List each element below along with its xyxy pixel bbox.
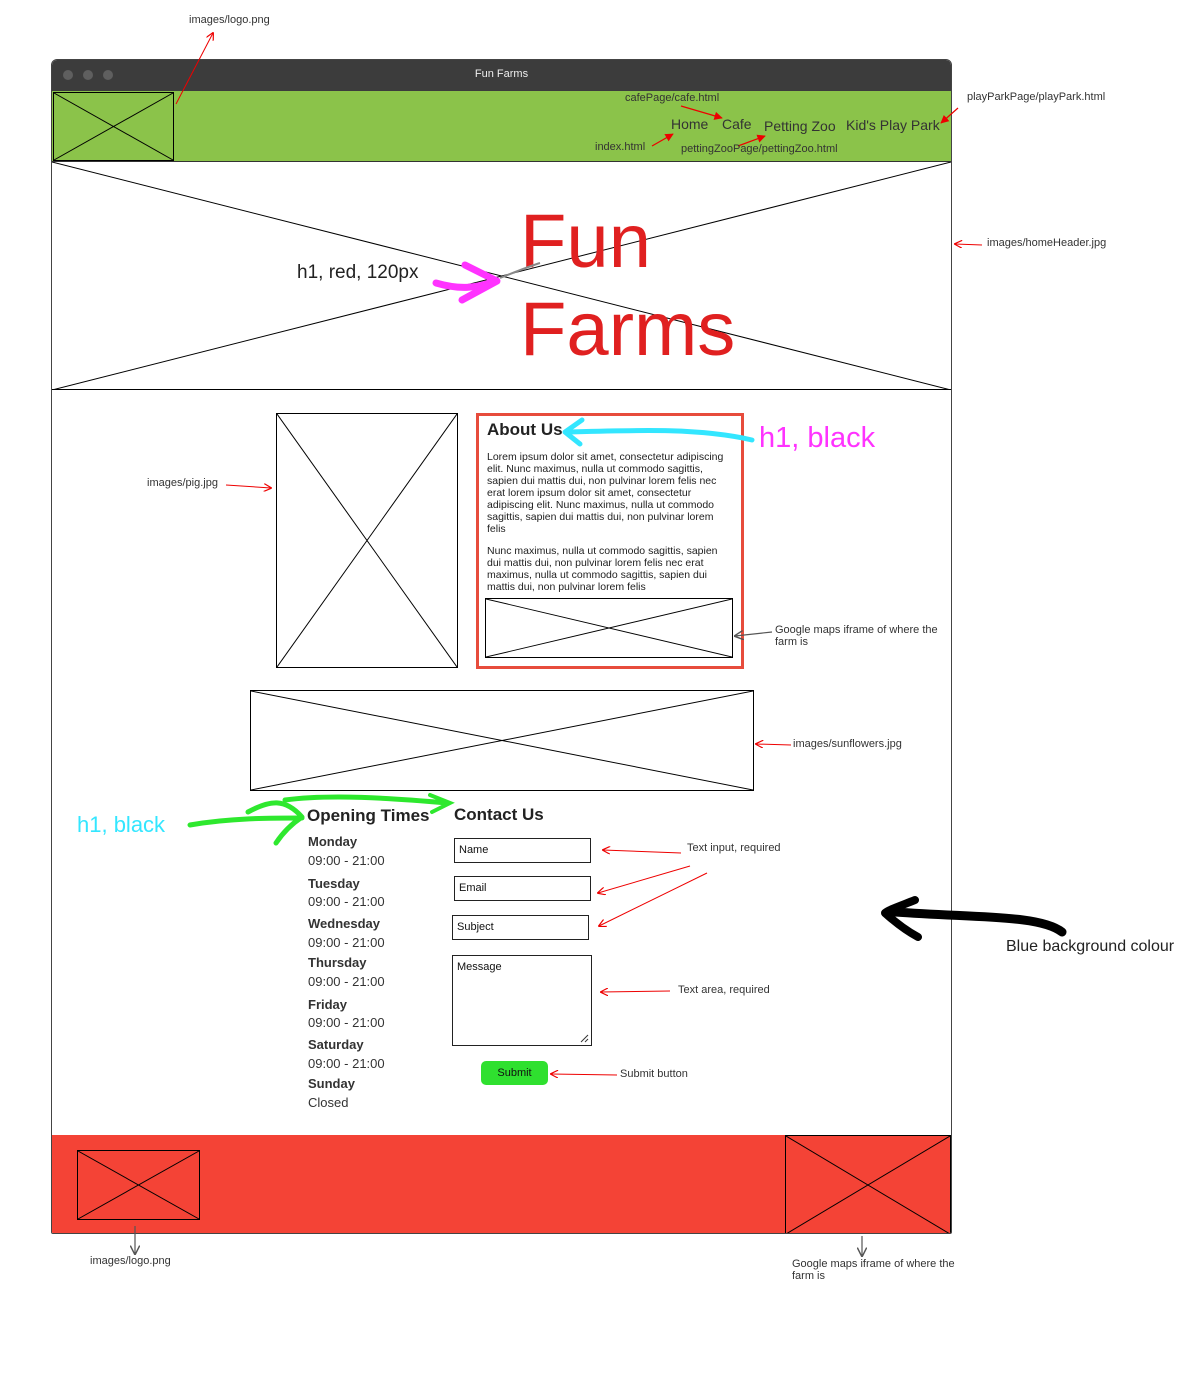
title-bar: Fun Farms [52,60,951,91]
day-label: Tuesday [308,876,360,891]
annotation-pig-image: images/pig.jpg [147,477,218,489]
annotation-map-about: Google maps iframe of where the farm is [775,624,938,648]
annotation-blue-background: Blue background colour [1006,938,1175,955]
nav-link-petting-zoo[interactable]: Petting Zoo [764,118,836,134]
resize-handle-icon[interactable] [580,1034,589,1043]
annotation-text-area: Text area, required [678,984,770,996]
annotation-header-image: images/homeHeader.jpg [987,237,1107,249]
sunflowers-image-placeholder [250,690,754,791]
submit-button[interactable]: Submit [481,1061,548,1085]
footer-map-placeholder[interactable] [785,1135,951,1233]
contact-heading: Contact Us [454,805,544,824]
window-title: Fun Farms [474,68,529,80]
day-label: Thursday [308,955,367,970]
pig-image-placeholder [276,413,458,668]
message-placeholder: Message [457,961,502,973]
name-input[interactable]: Name [454,838,591,863]
annotation-index-path: index.html [595,141,646,153]
zoom-dot[interactable] [103,70,113,80]
opening-times-heading: Opening Times [307,806,430,825]
nav-link-cafe[interactable]: Cafe [722,116,752,132]
map-iframe-placeholder[interactable] [485,598,733,658]
annotation-logo-bottom: images/logo.png [90,1255,171,1267]
annotation-logo-top: images/logo.png [189,14,270,26]
annotation-cafe-path: cafePage/cafe.html [625,92,720,104]
day-label: Saturday [308,1037,364,1052]
day-hours: 09:00 - 21:00 [308,935,385,950]
footer-logo-placeholder [77,1150,200,1220]
annotation-playpark-path: playParkPage/playPark.html [967,91,1106,103]
about-paragraph-2: Nunc maximus, nulla ut commodo sagittis,… [487,545,718,593]
message-textarea[interactable]: Message [452,955,592,1046]
subject-input[interactable]: Subject [452,915,589,940]
footer [52,1135,951,1233]
day-label: Wednesday [308,916,381,931]
logo-image-placeholder[interactable] [53,92,174,161]
day-label: Sunday [308,1076,355,1091]
day-label: Friday [308,997,348,1012]
annotation-h1-black-left: h1, black [77,812,166,837]
annotation-map-footer: Google maps iframe of where the farm is [792,1258,955,1282]
about-heading: About Us [487,420,563,439]
day-hours: 09:00 - 21:00 [308,1015,385,1030]
site-title: Fun Farms [520,198,735,374]
day-hours: 09:00 - 21:00 [308,1056,385,1071]
day-hours: 09:00 - 21:00 [308,974,385,989]
nav-link-home[interactable]: Home [671,116,709,132]
header-image-placeholder: Fun Farms [52,162,951,390]
site-title-line-2: Farms [520,287,736,372]
annotation-text-input: Text input, required [687,842,781,854]
about-paragraph-1: Lorem ipsum dolor sit amet, consectetur … [487,451,724,535]
day-hours: 09:00 - 21:00 [308,894,385,909]
annotation-h1-red: h1, red, 120px [297,262,419,283]
day-label: Monday [308,834,358,849]
about-section: About Us Lorem ipsum dolor sit amet, con… [476,413,744,669]
annotation-zoo-path: pettingZooPage/pettingZoo.html [681,143,838,155]
site-title-line-1: Fun [520,199,651,284]
minimize-dot[interactable] [83,70,93,80]
annotation-h1-black-about: h1, black [759,422,876,454]
annotation-submit-button: Submit button [620,1068,688,1080]
close-dot[interactable] [63,70,73,80]
day-hours: Closed [308,1095,349,1110]
day-hours: 09:00 - 21:00 [308,853,385,868]
annotation-sunflowers: images/sunflowers.jpg [793,738,902,750]
nav-link-play-park[interactable]: Kid's Play Park [846,117,940,133]
email-input[interactable]: Email [454,876,591,901]
